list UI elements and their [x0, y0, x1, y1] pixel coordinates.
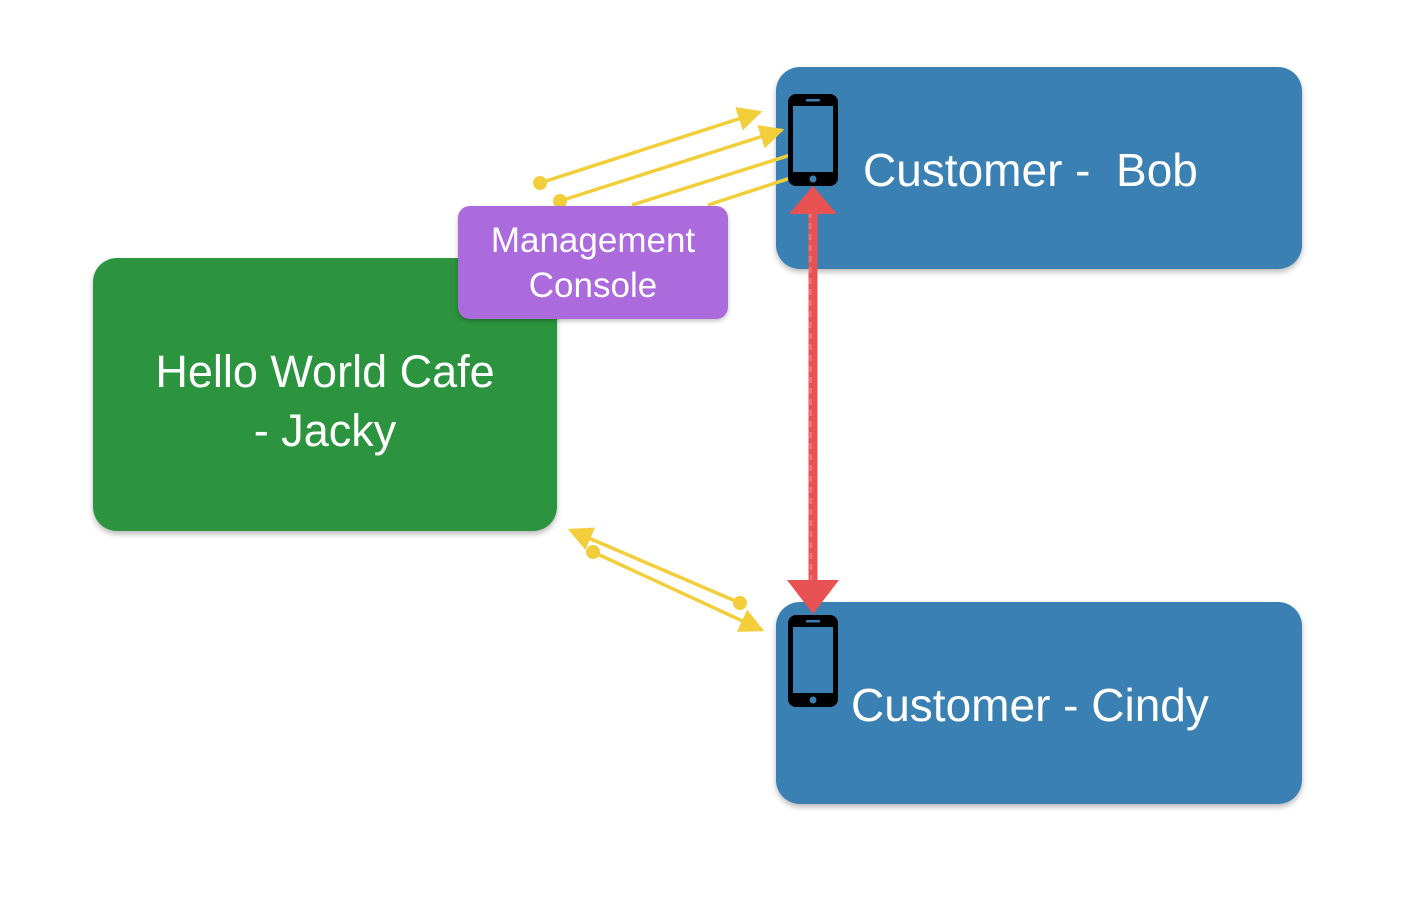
- console-to-bob-arrow-2: [559, 125, 785, 203]
- bob-to-console-arrow: [631, 150, 801, 207]
- customer-cindy-label: Customer - Cindy: [851, 679, 1209, 731]
- cafe-cindy-arrows: [567, 527, 765, 632]
- cindy-to-cafe-arrow: [567, 527, 741, 605]
- customer-cindy-node: Customer - Cindy: [776, 602, 1302, 804]
- cafe-to-cindy-arrow: [592, 550, 765, 632]
- customer-bob-label: Customer - Bob: [863, 144, 1198, 196]
- customer-bob-node: Customer - Bob: [776, 67, 1302, 269]
- arrow-start-dot: [533, 176, 547, 190]
- console-label-line2: Console: [528, 265, 658, 305]
- arrow-start-dot: [733, 596, 747, 610]
- arrow-start-dot: [586, 545, 600, 559]
- console-label-line1: Management: [490, 220, 696, 260]
- management-console-node: Management Console: [458, 206, 728, 319]
- cafe-label-line1: Hello World Cafe: [155, 346, 495, 397]
- console-to-bob-arrow-1: [539, 107, 763, 185]
- cafe-label-line2: - Jacky: [253, 405, 397, 456]
